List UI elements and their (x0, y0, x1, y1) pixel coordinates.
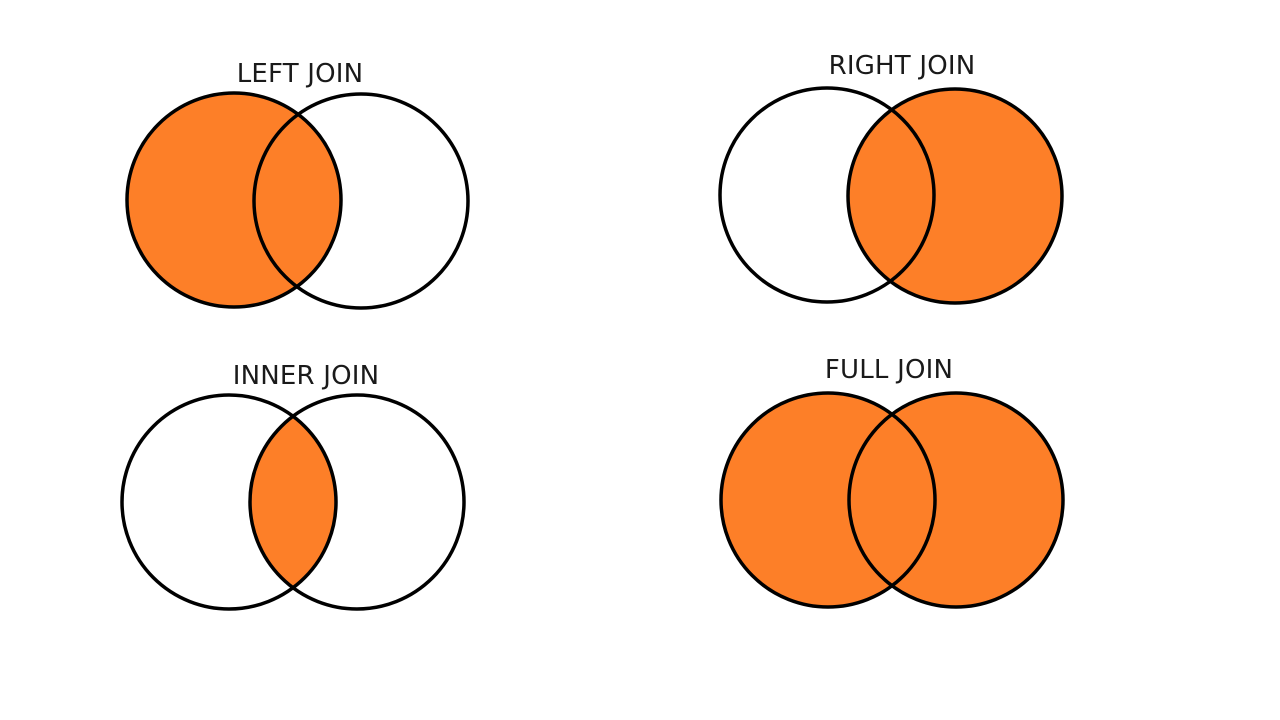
right-join-diagram: RIGHT JOIN (718, 51, 1064, 305)
inner-join-intersection-fill (250, 395, 336, 609)
inner-join-right-circle (248, 393, 466, 611)
left-join-title: LEFT JOIN (237, 59, 364, 89)
full-join-right-circle (847, 391, 1065, 609)
full-join-right-circle-fill (849, 393, 1063, 607)
full-join-left-circle (719, 391, 937, 609)
left-join-left-circle-fill (127, 93, 341, 307)
right-join-left-circle (718, 86, 936, 304)
inner-join-diagram: INNER JOIN (120, 361, 466, 611)
full-join-diagram: FULL JOIN (719, 355, 1065, 609)
left-join-right-circle (252, 92, 470, 310)
inner-join-title: INNER JOIN (233, 361, 380, 391)
right-join-right-circle (846, 87, 1064, 305)
left-join-left-circle (125, 91, 343, 309)
inner-join-left-circle (120, 393, 338, 611)
right-join-title: RIGHT JOIN (829, 51, 976, 81)
right-join-right-circle-fill (848, 89, 1062, 303)
left-join-diagram: LEFT JOIN (125, 59, 470, 310)
full-join-title: FULL JOIN (825, 355, 953, 385)
